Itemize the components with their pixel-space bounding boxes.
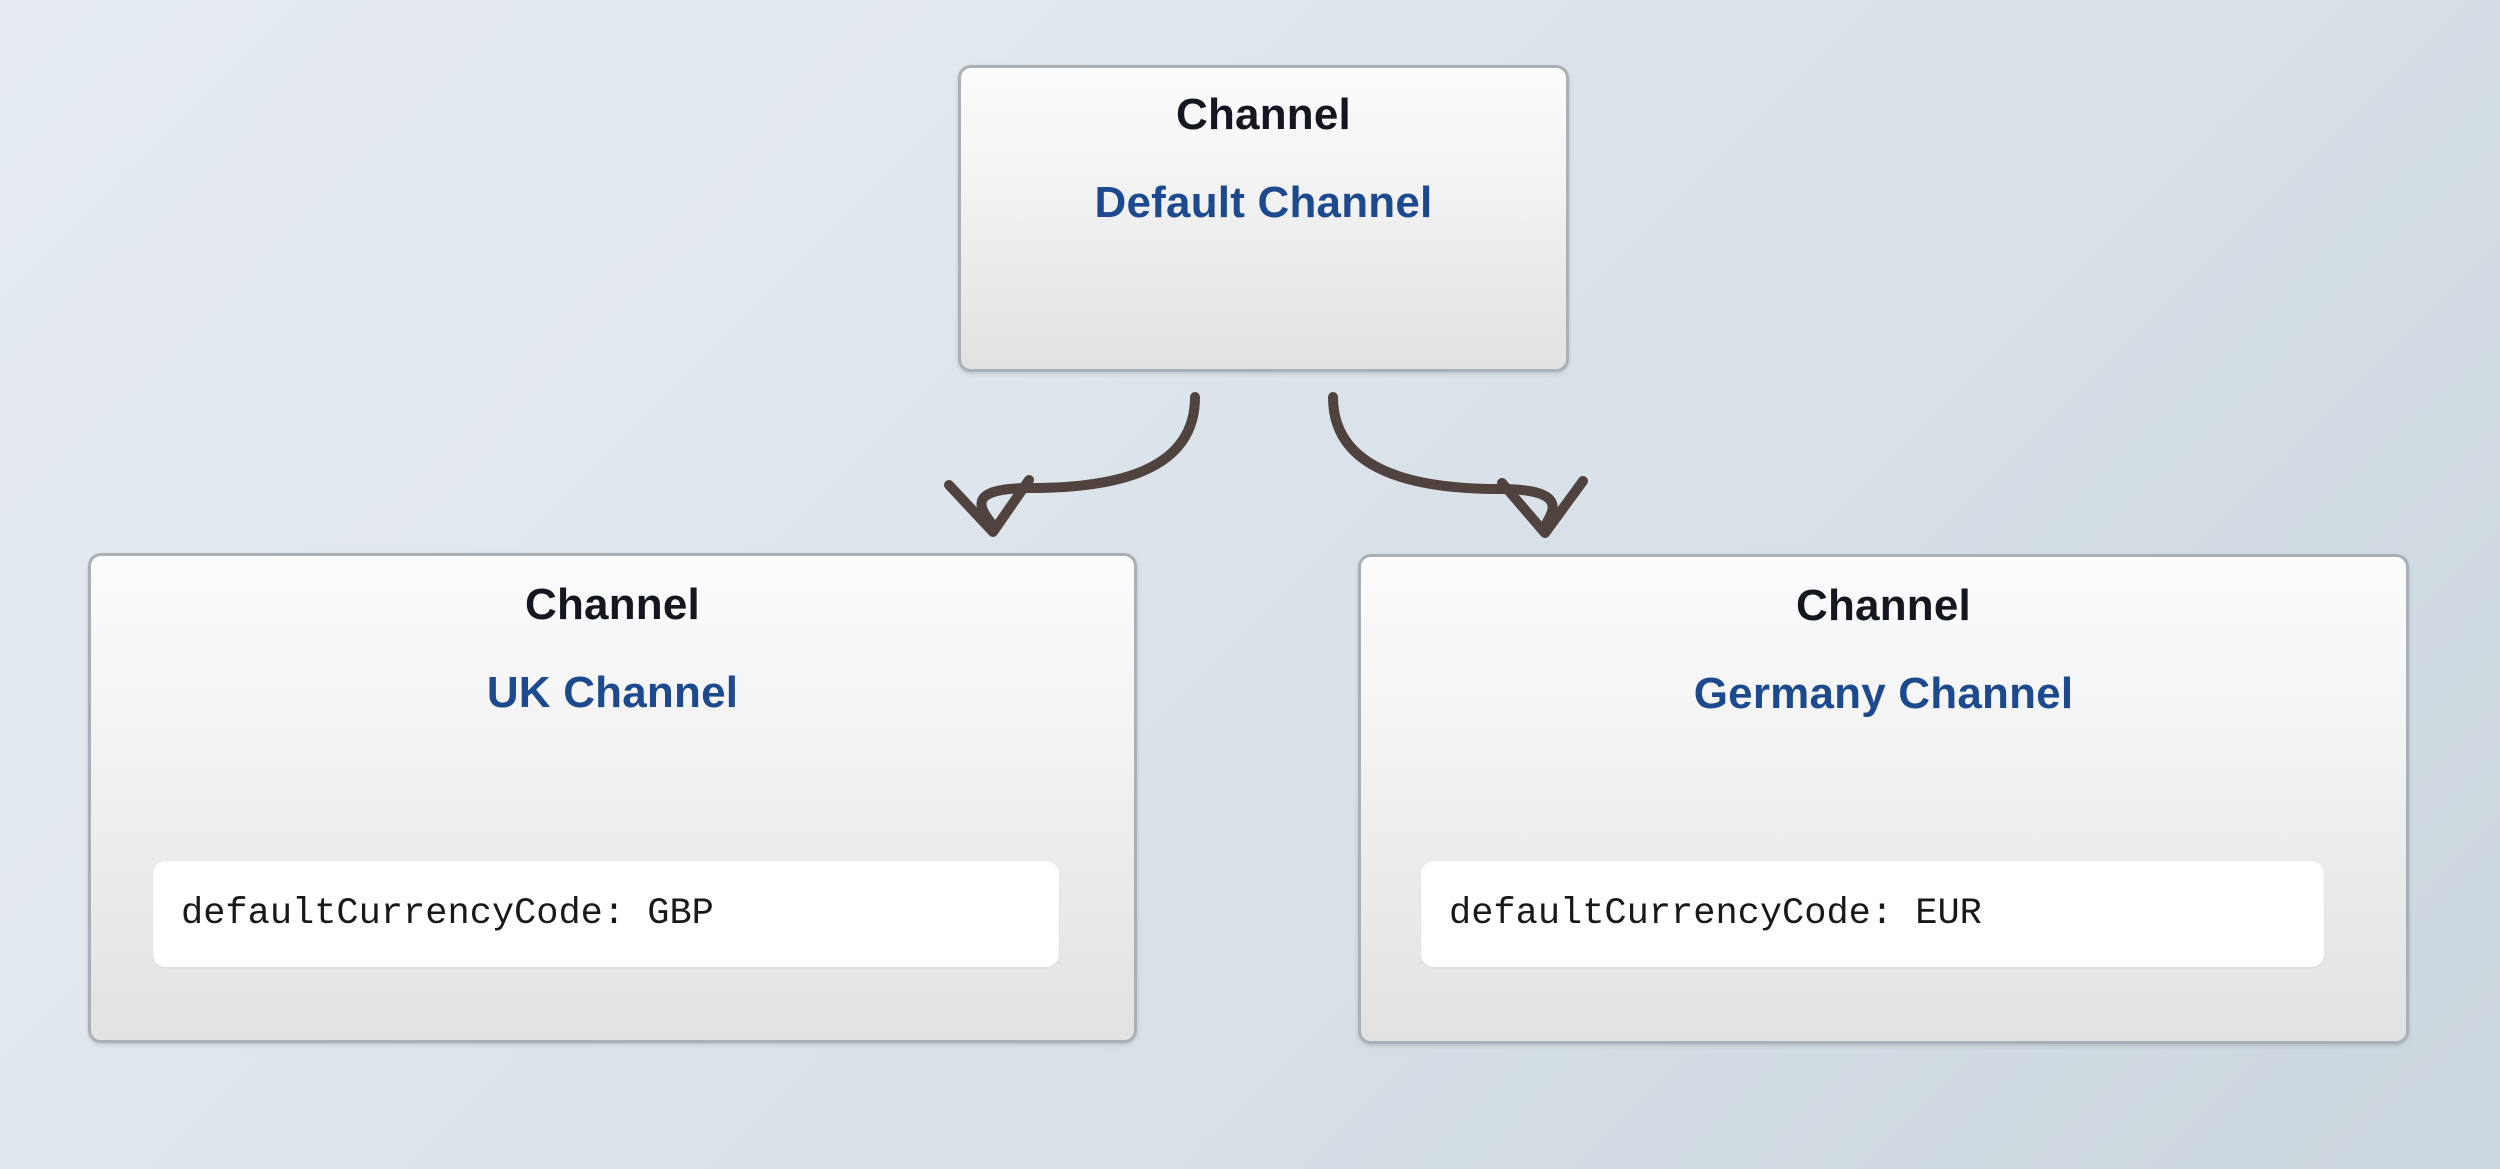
node-title-label: Default Channel bbox=[1094, 178, 1433, 227]
node-property-pill: defaultCurrencyCode: EUR bbox=[1421, 861, 2324, 967]
node-type-label: Channel bbox=[1796, 581, 1971, 630]
node-germany-channel[interactable]: Channel Germany Channel defaultCurrencyC… bbox=[1358, 554, 2409, 1044]
edge-root-to-germany-arrowhead bbox=[1497, 476, 1588, 538]
node-uk-channel[interactable]: Channel UK Channel defaultCurrencyCode: … bbox=[88, 553, 1137, 1043]
edge-root-to-uk bbox=[976, 392, 1200, 532]
node-title-label: UK Channel bbox=[486, 668, 739, 717]
node-type-label: Channel bbox=[1176, 90, 1351, 139]
edge-root-to-uk-arrowhead bbox=[944, 475, 1034, 537]
node-property-text: defaultCurrencyCode: GBP bbox=[181, 893, 714, 935]
node-property-text: defaultCurrencyCode: EUR bbox=[1449, 893, 1982, 935]
node-type-label: Channel bbox=[525, 580, 700, 629]
edge-root-to-germany bbox=[1328, 392, 1558, 532]
node-default-channel[interactable]: Channel Default Channel bbox=[958, 65, 1569, 372]
node-title-label: Germany Channel bbox=[1693, 669, 2074, 718]
node-property-pill: defaultCurrencyCode: GBP bbox=[153, 861, 1059, 967]
